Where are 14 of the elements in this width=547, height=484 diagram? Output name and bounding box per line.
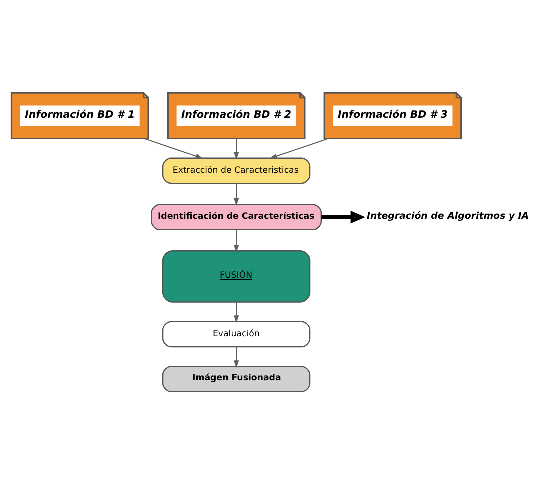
- arrow: [322, 210, 366, 224]
- node-text: Integración de Algoritmos y IA: [367, 210, 530, 222]
- arrow: [234, 138, 240, 160]
- arrow: [234, 230, 240, 252]
- node-box: FUSIÓN: [162, 250, 311, 302]
- node-box: Identificación de Características: [151, 204, 322, 230]
- arrow: [234, 346, 240, 368]
- arrow: [270, 138, 329, 158]
- arrow: [234, 183, 240, 206]
- arrow: [144, 138, 204, 158]
- node-box: Evaluación: [162, 320, 311, 348]
- node-box: Imágen Fusionada: [162, 366, 311, 392]
- node-box: Extracción de Caracteristicas: [162, 157, 311, 184]
- arrow: [234, 302, 240, 323]
